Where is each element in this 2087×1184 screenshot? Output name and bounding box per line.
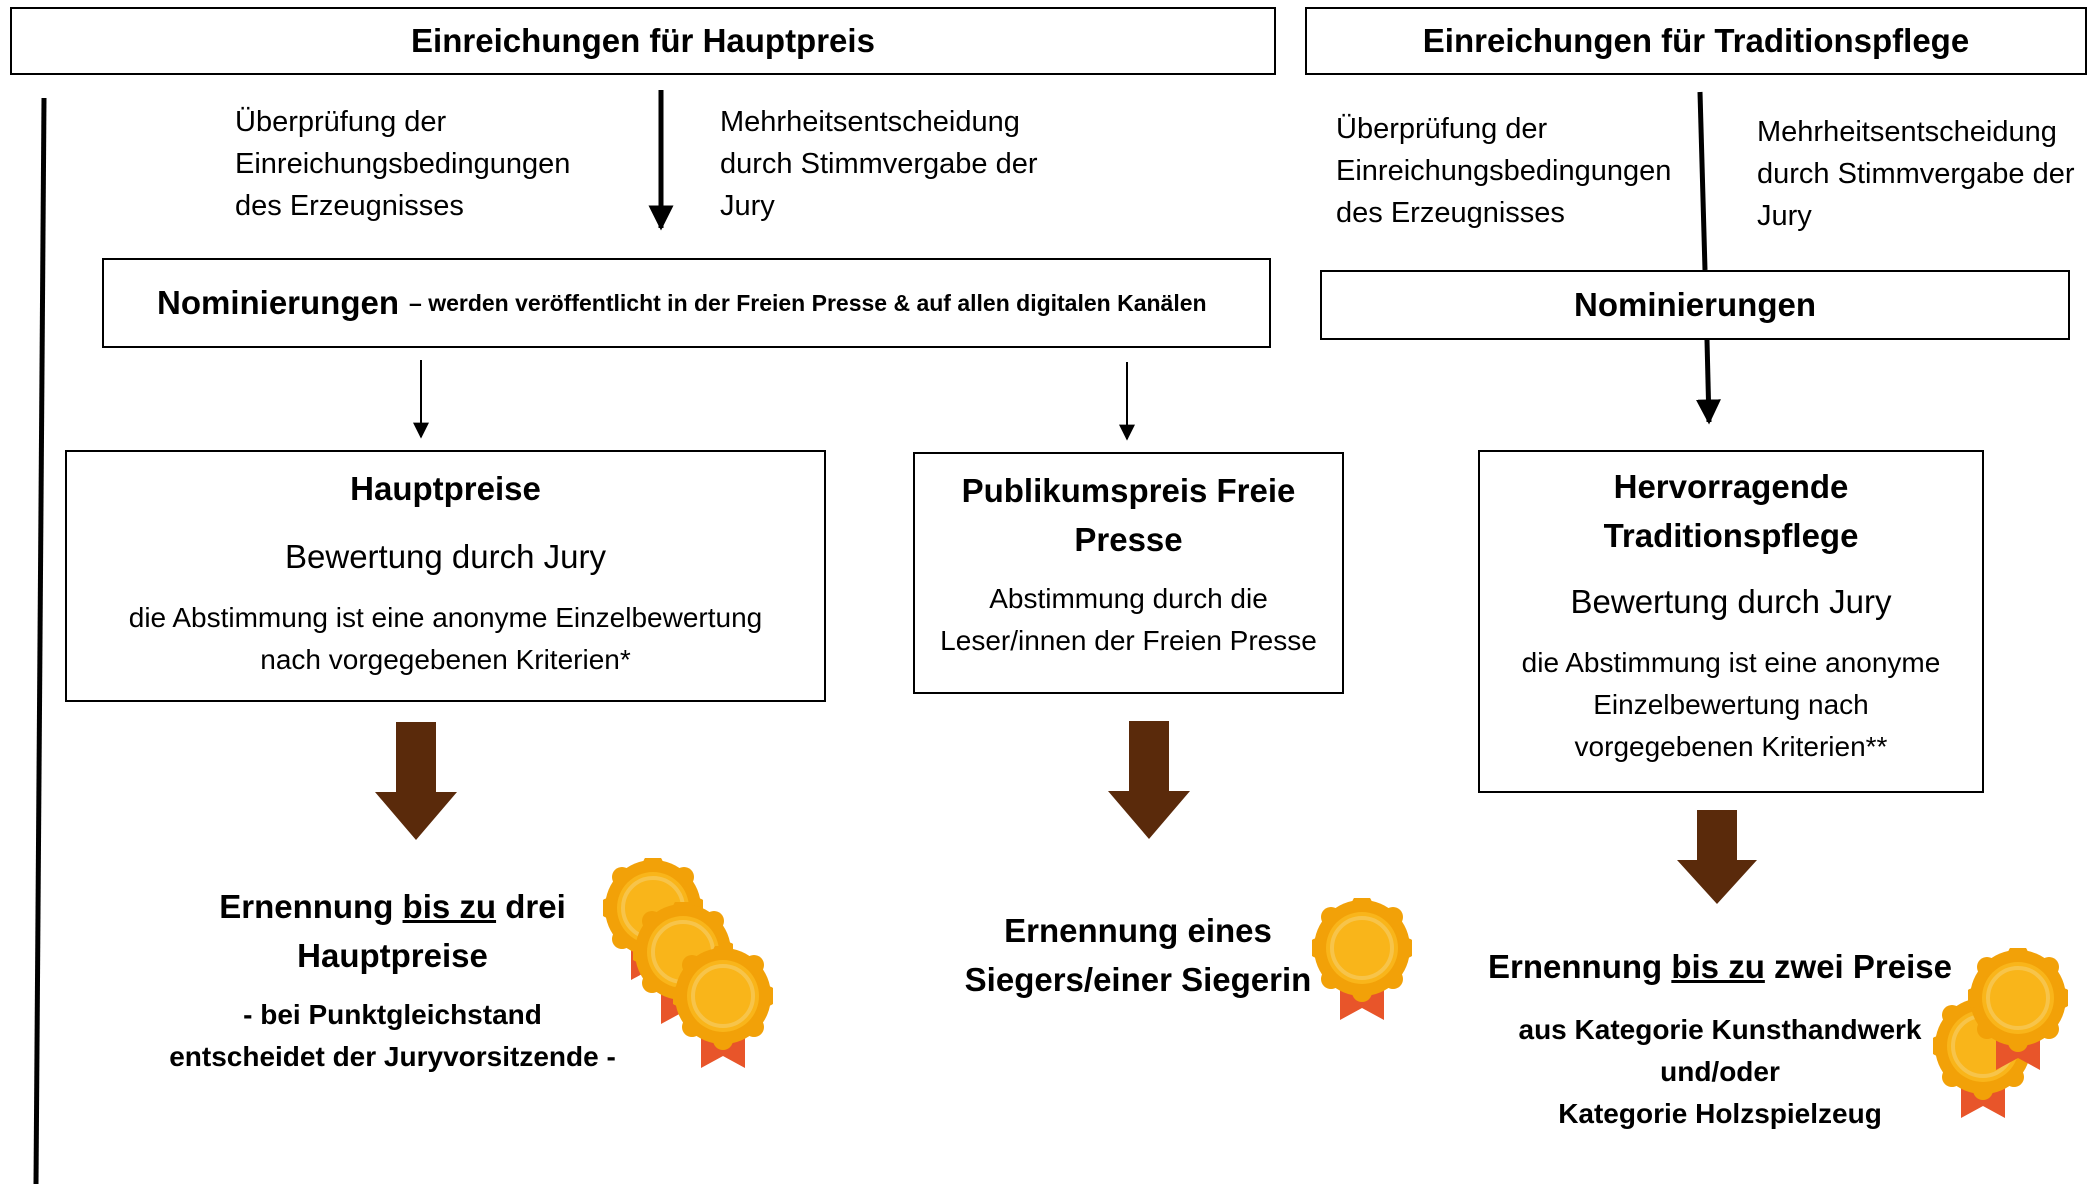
hauptpreise-title: Hauptpreise bbox=[350, 470, 541, 507]
header-tradition: Einreichungen für Traditionspflege bbox=[1305, 7, 2087, 75]
note-line: Jury bbox=[720, 190, 775, 222]
big-down-arrow-icon bbox=[375, 722, 457, 840]
header-hauptpreis-label: Einreichungen für Hauptpreis bbox=[411, 22, 875, 59]
nominations-title: Nominierungen bbox=[157, 284, 400, 321]
note-line: durch Stimmvergabe der bbox=[720, 148, 1038, 180]
note-line: Jury bbox=[1757, 200, 1812, 232]
note-line: des Erzeugnisses bbox=[235, 190, 464, 222]
medal-icon bbox=[1968, 948, 2068, 1070]
nominations-box-hauptpreis: Nominierungen – werden veröffentlicht in… bbox=[102, 258, 1271, 348]
check-note-tradition: Überprüfung der Einreichungsbedingungen … bbox=[1336, 108, 1696, 234]
tradition-result-note: aus Kategorie Kunsthandwerk bbox=[1518, 1014, 1922, 1045]
left-vertical-line bbox=[33, 97, 47, 1184]
tradition-result-note: Kategorie Holzspielzeug bbox=[1558, 1098, 1882, 1129]
nominations-box-tradition: Nominierungen bbox=[1320, 270, 2070, 340]
underlined-text: bis zu bbox=[402, 888, 497, 925]
header-tradition-label: Einreichungen für Traditionspflege bbox=[1422, 22, 1970, 59]
hauptpreise-subtitle: Bewertung durch Jury bbox=[285, 538, 606, 575]
medal-icon bbox=[1312, 898, 1412, 1020]
tradition-title-line: Hervorragende bbox=[1613, 468, 1849, 505]
publikumspreis-box: Publikumspreis Freie Presse Abstimmung d… bbox=[913, 452, 1344, 694]
tradition-result-note: und/oder bbox=[1660, 1056, 1780, 1087]
tradition-body-line: vorgegebenen Kriterien** bbox=[1574, 731, 1888, 762]
note-line: Einreichungsbedingungen bbox=[235, 148, 571, 180]
tradition-prize-box: Hervorragende Traditionspflege Bewertung… bbox=[1478, 450, 1984, 793]
arrow-tradition-header-to-nominations bbox=[1697, 91, 1708, 271]
note-line: des Erzeugnisses bbox=[1336, 197, 1565, 229]
note-line: Überprüfung der bbox=[1336, 113, 1548, 145]
note-line: Einreichungsbedingungen bbox=[1336, 155, 1672, 187]
hauptpreise-result-line: Hauptpreise bbox=[297, 937, 488, 974]
check-note-hauptpreis: Überprüfung der Einreichungsbedingungen … bbox=[235, 101, 595, 227]
publikumspreis-result-line: Ernennung eines bbox=[1004, 912, 1272, 949]
hauptpreise-body-line: die Abstimmung ist eine anonyme Einzelbe… bbox=[128, 602, 763, 633]
note-line: durch Stimmvergabe der bbox=[1757, 158, 2075, 190]
medal-icon bbox=[673, 946, 773, 1068]
publikumspreis-title-line: Presse bbox=[1074, 521, 1183, 558]
hauptpreise-result-note: - bei Punktgleichstand bbox=[243, 999, 542, 1030]
publikumspreis-result: Ernennung eines Siegers/einer Siegerin bbox=[955, 906, 1321, 1004]
tradition-result-line: Ernennung bis zu zwei Preise bbox=[1488, 948, 1952, 985]
tradition-title-line: Traditionspflege bbox=[1603, 517, 1859, 554]
underlined-text: bis zu bbox=[1671, 948, 1765, 985]
hauptpreise-result: Ernennung bis zu drei Hauptpreise - bei … bbox=[140, 882, 645, 1078]
big-down-arrow-icon bbox=[1108, 721, 1190, 839]
note-line: Überprüfung der bbox=[235, 106, 447, 138]
tradition-subtitle: Bewertung durch Jury bbox=[1570, 583, 1892, 620]
nominations-suffix: – werden veröffentlicht in der Freien Pr… bbox=[409, 289, 1207, 316]
nominations-title: Nominierungen bbox=[1573, 286, 1816, 323]
big-down-arrow-icon bbox=[1677, 810, 1757, 904]
jury-vote-note-tradition: Mehrheitsentscheidung durch Stimmvergabe… bbox=[1757, 111, 2087, 237]
hauptpreise-result-line: Ernennung bis zu drei bbox=[219, 888, 566, 925]
publikumspreis-body-line: Leser/innen der Freien Presse bbox=[940, 625, 1317, 656]
note-line: Mehrheitsentscheidung bbox=[1757, 116, 2057, 148]
publikumspreis-result-line: Siegers/einer Siegerin bbox=[964, 961, 1312, 998]
note-line: Mehrheitsentscheidung bbox=[720, 106, 1020, 138]
arrow-tradition-nominations-to-prize bbox=[1695, 339, 1721, 425]
tradition-result: Ernennung bis zu zwei Preise aus Kategor… bbox=[1480, 942, 1960, 1135]
hauptpreise-box: Hauptpreise Bewertung durch Jury die Abs… bbox=[65, 450, 826, 702]
jury-vote-note-hauptpreis: Mehrheitsentscheidung durch Stimmvergabe… bbox=[720, 101, 1100, 227]
tradition-body-line: Einzelbewertung nach bbox=[1593, 689, 1869, 720]
publikumspreis-title-line: Publikumspreis Freie bbox=[961, 472, 1296, 509]
hauptpreise-result-note: entscheidet der Juryvorsitzende - bbox=[169, 1041, 616, 1072]
publikumspreis-body-line: Abstimmung durch die bbox=[989, 583, 1268, 614]
hauptpreise-body-line: nach vorgegebenen Kriterien* bbox=[260, 644, 631, 675]
header-hauptpreis: Einreichungen für Hauptpreis bbox=[10, 7, 1276, 75]
tradition-body-line: die Abstimmung ist eine anonyme bbox=[1521, 647, 1941, 678]
